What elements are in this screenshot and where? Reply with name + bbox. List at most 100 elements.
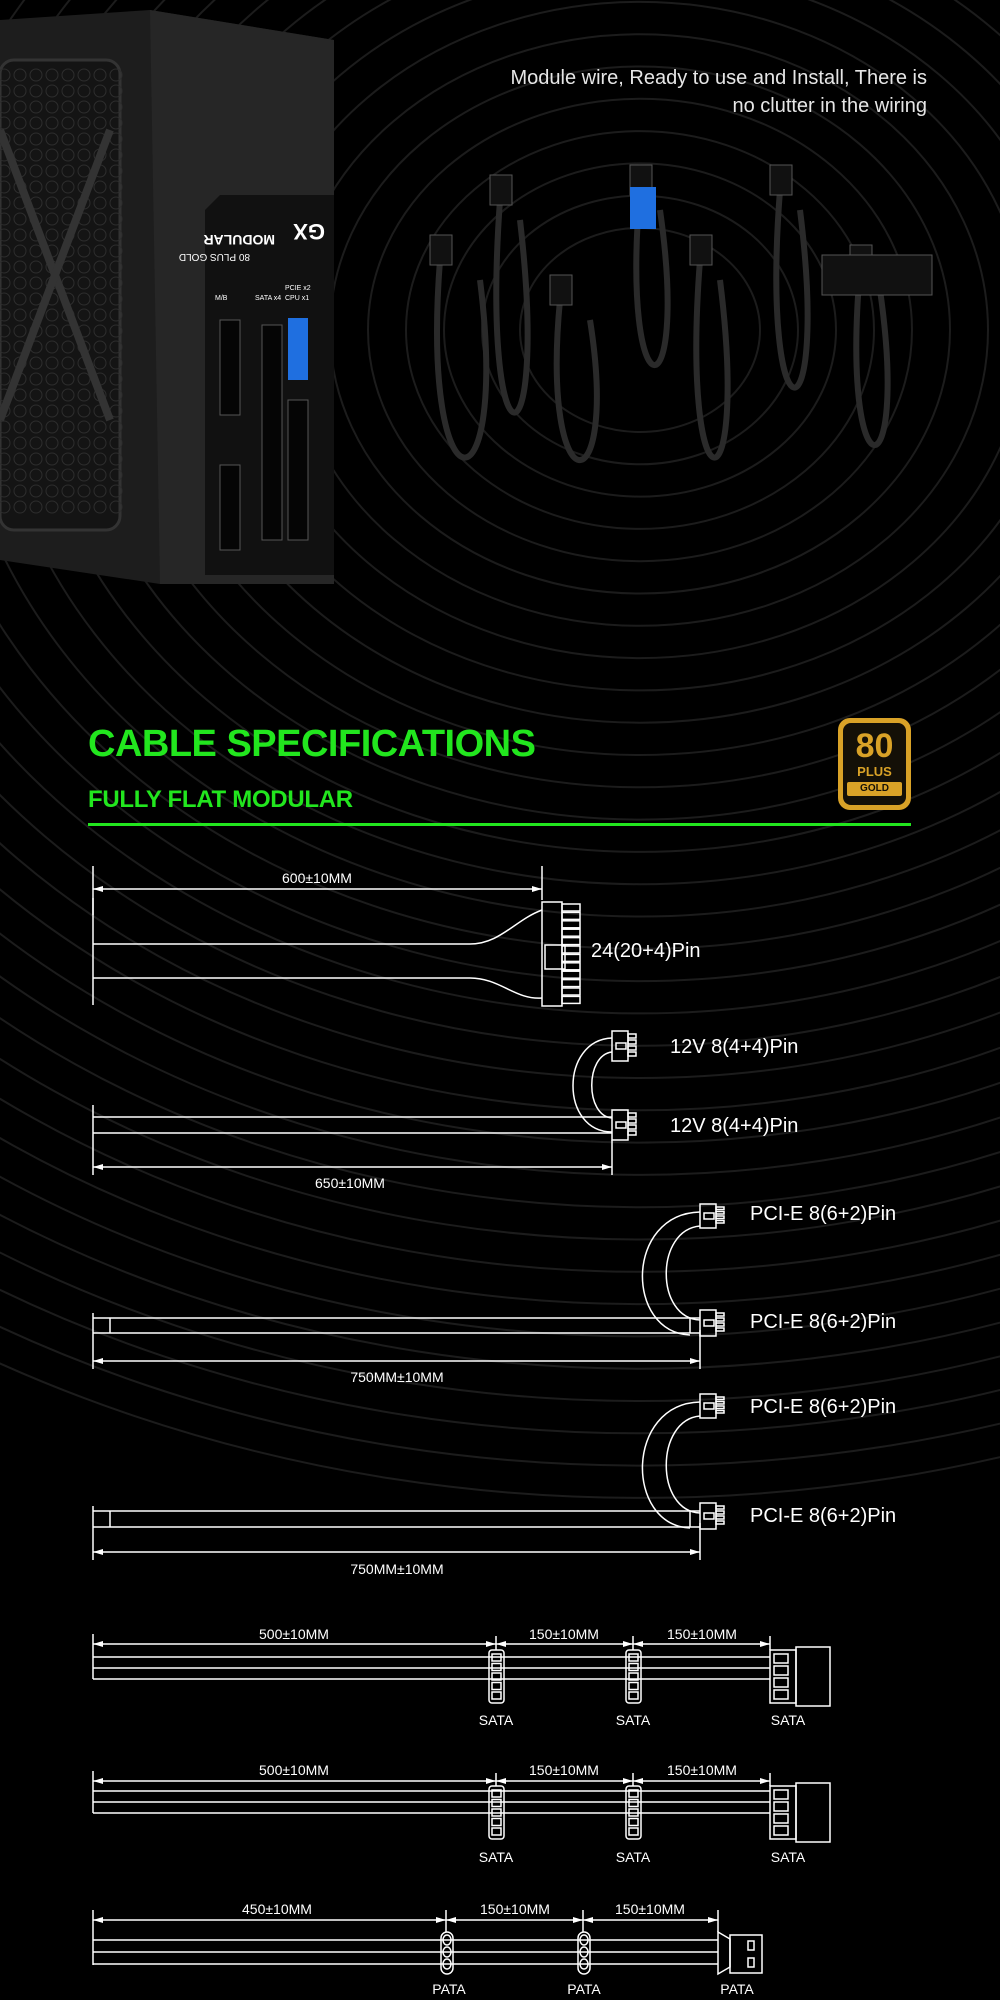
connector-pin [628, 1662, 639, 1672]
grille-hole [13, 100, 27, 114]
grille-hole [93, 452, 107, 466]
connector-pin [628, 1691, 639, 1700]
connector-pin [773, 1789, 789, 1800]
blue-cpu-connector [630, 187, 656, 229]
grille-hole [109, 228, 123, 242]
grille-hole [61, 468, 75, 482]
connector-pin [561, 987, 581, 996]
cable-connector [489, 174, 513, 206]
grille-hole [109, 260, 123, 274]
connector-label: SATA [479, 1849, 514, 1865]
grille-hole [13, 420, 27, 434]
grille-hole [109, 116, 123, 130]
grille-hole [29, 164, 43, 178]
grille-hole [13, 308, 27, 322]
grille-hole [93, 468, 107, 482]
length-label: 600±10MM [282, 870, 352, 886]
cable-bundle [633, 189, 671, 369]
grille-hole [93, 356, 107, 370]
grille-hole [77, 116, 91, 130]
grille-hole [45, 132, 59, 146]
psu-brand-logo: GX [293, 219, 325, 244]
grille-hole [45, 228, 59, 242]
connector-pin [561, 945, 581, 954]
grille-hole [0, 420, 11, 434]
grille-hole [61, 356, 75, 370]
connector-pin [491, 1798, 502, 1808]
grille-hole [109, 420, 123, 434]
grille-hole [93, 180, 107, 194]
grille-hole [61, 84, 75, 98]
grille-hole [0, 484, 11, 498]
divider [88, 823, 911, 826]
grille-hole [93, 324, 107, 338]
connector-pin [628, 1681, 639, 1691]
grille-hole [77, 276, 91, 290]
connector-pin [773, 1689, 789, 1700]
grille-hole [0, 100, 11, 114]
grille-hole [109, 180, 123, 194]
grille-hole [77, 388, 91, 402]
grille-hole [0, 244, 11, 258]
grille-hole [13, 212, 27, 226]
grille-hole [61, 340, 75, 354]
grille-hole [0, 356, 11, 370]
badge-80: 80 [855, 727, 894, 765]
connector-pin [628, 1672, 639, 1681]
psu-port-label: M/B [215, 295, 228, 302]
background-arc [0, 1213, 1000, 1370]
psu-cert-text: 80 PLUS GOLD [179, 251, 250, 262]
connector-latch [703, 1212, 715, 1220]
background-arc [0, 1136, 1000, 1305]
connector-latch [615, 1042, 627, 1050]
grille-hole [13, 436, 27, 450]
grille-hole [109, 452, 123, 466]
grille-hole [61, 500, 75, 514]
connector-label: SATA [616, 1849, 651, 1865]
grille-hole [45, 148, 59, 162]
grille-hole [0, 84, 11, 98]
grille-hole [29, 500, 43, 514]
grille-hole [0, 228, 11, 242]
grille-hole [93, 100, 107, 114]
grille-hole [29, 404, 43, 418]
grille-hole [109, 356, 123, 370]
grille-hole [13, 404, 27, 418]
pata-connector [440, 1931, 454, 1975]
background-arc [0, 1057, 1000, 1241]
grille-hole [93, 276, 107, 290]
grille-hole [61, 100, 75, 114]
grille-hole [61, 420, 75, 434]
grille-hole [13, 388, 27, 402]
grille-hole [93, 484, 107, 498]
grille-hole [61, 132, 75, 146]
cable-bundle [773, 189, 811, 391]
psu-model-text: MODULAR [203, 232, 275, 248]
grille-hole [109, 164, 123, 178]
grille-hole [13, 228, 27, 242]
grille-hole [93, 228, 107, 242]
grille-hole [45, 84, 59, 98]
connector-pin [773, 1677, 789, 1688]
background-arc [0, 741, 1000, 1015]
grille-hole [45, 420, 59, 434]
pata-connector [717, 1930, 731, 1976]
grille-hole [45, 100, 59, 114]
connector-label: PATA [432, 1981, 466, 1997]
grille-hole [45, 452, 59, 466]
grille-hole [0, 164, 11, 178]
grille-hole [45, 484, 59, 498]
pata-connector-body [729, 1934, 763, 1974]
grille-hole [13, 260, 27, 274]
connector-pin [491, 1827, 502, 1836]
grille-hole [77, 484, 91, 498]
connector-pin [561, 970, 581, 979]
length-label: 450±10MM [242, 1901, 312, 1917]
connector-pin [491, 1662, 502, 1672]
grille-hole [77, 148, 91, 162]
background-arc [0, 1097, 1000, 1273]
modular-cables [429, 164, 933, 463]
cable-connector [549, 274, 573, 306]
connector-pin [715, 1312, 725, 1317]
